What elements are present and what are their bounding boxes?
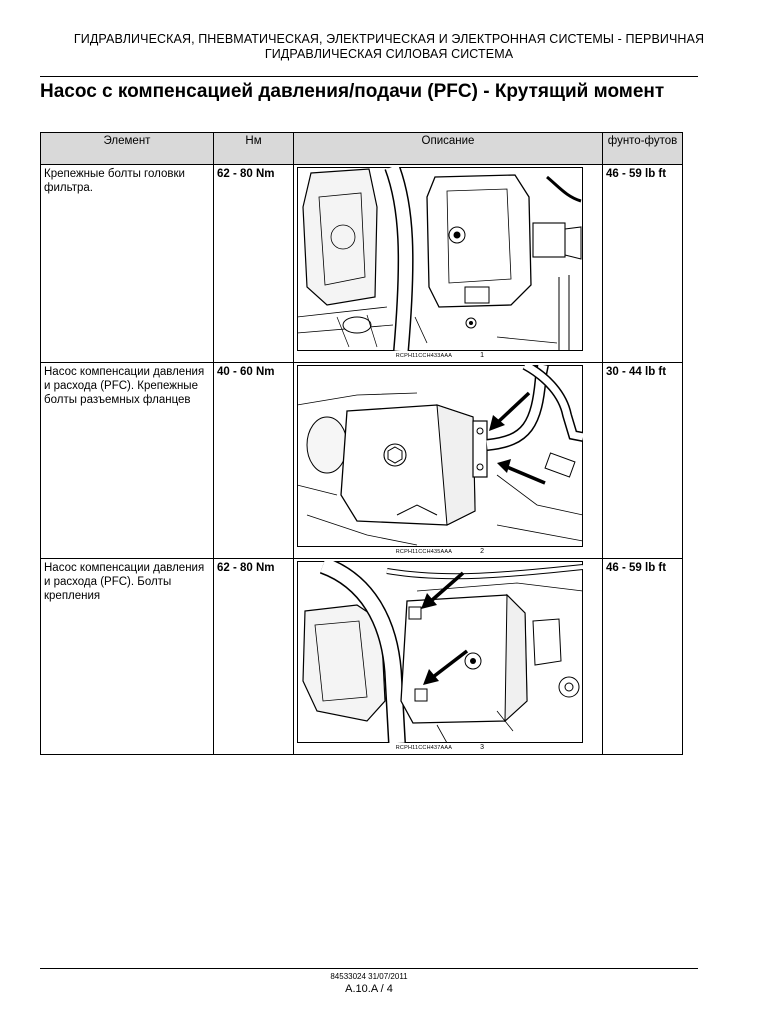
page-header: ГИДРАВЛИЧЕСКАЯ, ПНЕВМАТИЧЕСКАЯ, ЭЛЕКТРИЧ… [40,32,738,62]
figure-code: RCPH11CCH435AAA [395,549,453,555]
figure-number: 3 [480,744,485,751]
column-header-nm: Нм [213,132,294,165]
nm-cell: 40 - 60 Nm [213,362,294,559]
figure-1: RCPH11CCH433AAA 1 [297,167,583,360]
header-line-1: ГИДРАВЛИЧЕСКАЯ, ПНЕВМАТИЧЕСКАЯ, ЭЛЕКТРИЧ… [73,32,705,46]
page-number: A.10.A / 4 [345,983,393,995]
document-code: 84533024 31/07/2011 [330,972,408,981]
figure-1-caption: RCPH11CCH433AAA 1 [297,351,583,360]
table-header-row: Элемент Нм Описание фунто-футов [40,132,683,165]
figure-3-caption: RCPH11CCH437AAA 3 [297,743,583,752]
element-cell: Крепежные болты головки фильтра. [40,164,214,363]
section-title: Насос с компенсацией давления/подачи (PF… [40,81,665,102]
element-cell: Насос компенсации давления и расхода (PF… [40,558,214,755]
figure-number: 2 [480,548,485,555]
figure-2-caption: RCPH11CCH435AAA 2 [297,547,583,556]
column-header-lbft: фунто-футов [602,132,683,165]
description-cell: RCPH11CCH435AAA 2 [293,362,603,559]
footer-rule [40,968,698,969]
figure-2: RCPH11CCH435AAA 2 [297,365,583,556]
table-row: Насос компенсации давления и расхода (PF… [40,558,683,755]
lbft-cell: 46 - 59 lb ft [602,558,683,755]
filter-head-illustration [297,167,583,351]
nm-cell: 62 - 80 Nm [213,164,294,363]
table-row: Крепежные болты головки фильтра. 62 - 80… [40,164,683,363]
split-flange-illustration [297,365,583,547]
column-header-description: Описание [293,132,603,165]
figure-number: 1 [480,352,485,359]
description-cell: RCPH11CCH437AAA 3 [293,558,603,755]
figure-3: RCPH11CCH437AAA 3 [297,561,583,752]
lbft-cell: 46 - 59 lb ft [602,164,683,363]
mounting-bolts-illustration [297,561,583,743]
element-cell: Насос компенсации давления и расхода (PF… [40,362,214,559]
header-rule [40,76,698,77]
description-cell: RCPH11CCH433AAA 1 [293,164,603,363]
nm-cell: 62 - 80 Nm [213,558,294,755]
lbft-cell: 30 - 44 lb ft [602,362,683,559]
figure-code: RCPH11CCH437AAA [395,745,453,751]
header-line-2: ГИДРАВЛИЧЕСКАЯ СИЛОВАЯ СИСТЕМА [264,47,514,61]
table-row: Насос компенсации давления и расхода (PF… [40,362,683,559]
torque-table: Элемент Нм Описание фунто-футов Крепежны… [40,132,683,755]
column-header-element: Элемент [40,132,214,165]
figure-code: RCPH11CCH433AAA [395,353,453,359]
